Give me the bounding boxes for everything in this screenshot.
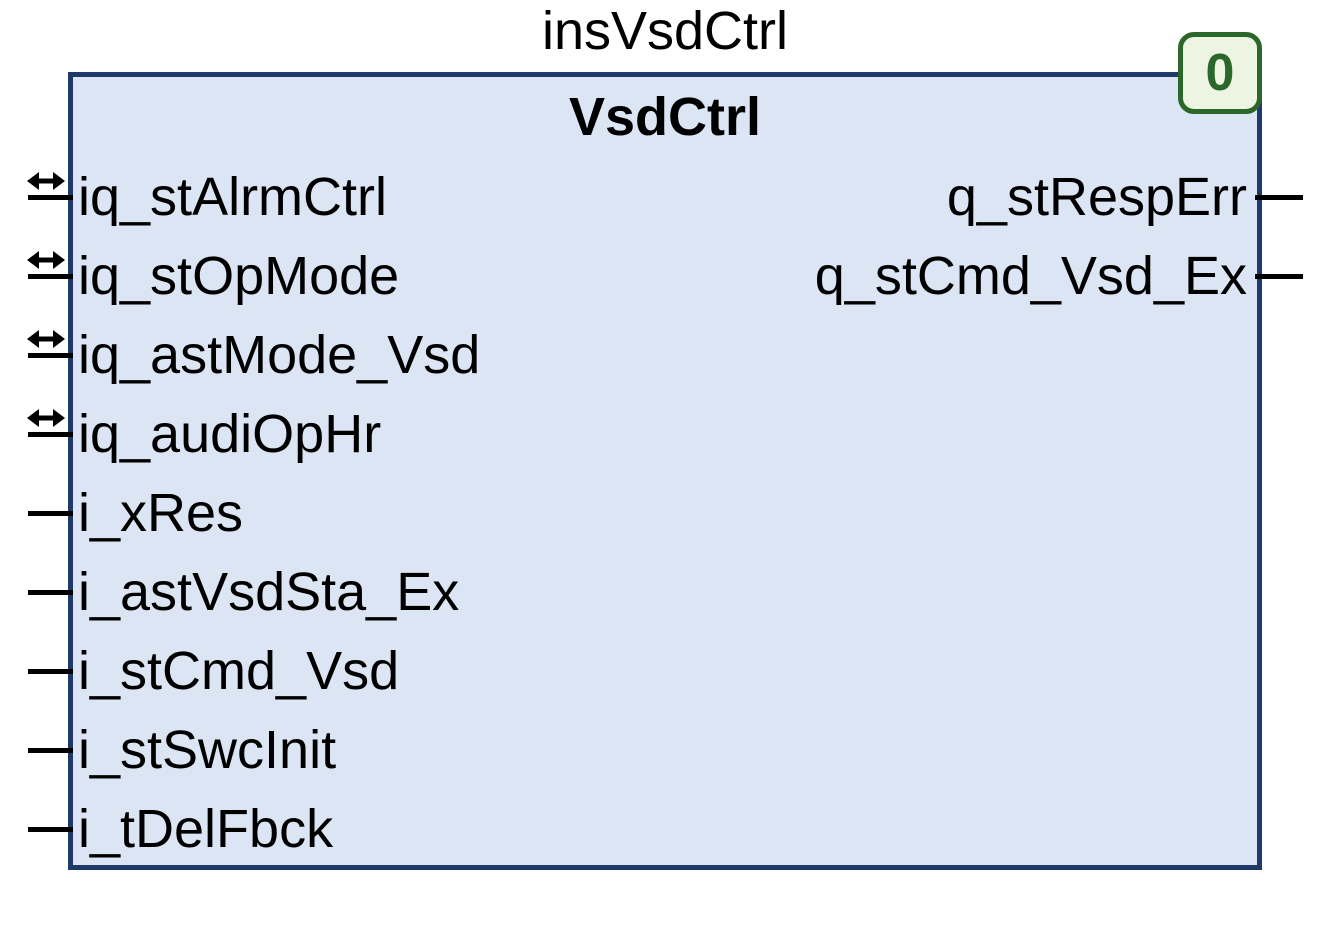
inout-arrow-icon — [26, 406, 66, 430]
pin-row[interactable]: iq_audiOpHr — [0, 406, 1327, 462]
inout-arrow-icon — [26, 327, 66, 351]
pin-label: i_xRes — [78, 483, 244, 543]
pin-label: i_stCmd_Vsd — [78, 641, 400, 701]
pin-connector-stub — [28, 669, 73, 674]
pin-row[interactable]: i_xRes — [0, 485, 1327, 541]
pin-row[interactable]: iq_stOpMode — [0, 248, 1327, 304]
pin-connector-stub — [28, 827, 73, 832]
execution-order-badge: 0 — [1178, 32, 1262, 114]
pin-label: iq_astMode_Vsd — [78, 325, 481, 385]
inout-arrow-icon — [26, 169, 66, 193]
pin-label: q_stRespErr — [946, 167, 1247, 227]
pin-connector-stub — [28, 274, 73, 279]
function-block[interactable]: VsdCtrl — [68, 72, 1262, 870]
pin-connector-stub — [28, 195, 73, 200]
pin-label: q_stCmd_Vsd_Ex — [814, 246, 1247, 306]
block-title: VsdCtrl — [568, 87, 762, 147]
pin-connector-stub — [28, 432, 73, 437]
instance-name[interactable]: insVsdCtrl — [541, 1, 789, 61]
pin-label: i_stSwcInit — [78, 720, 337, 780]
pin-row[interactable]: i_astVsdSta_Ex — [0, 564, 1327, 620]
pin-label: i_tDelFbck — [78, 799, 334, 859]
pin-row[interactable]: q_stRespErr — [0, 169, 1327, 225]
pin-row[interactable]: iq_stAlrmCtrl — [0, 169, 1327, 225]
pin-label: iq_stOpMode — [78, 246, 400, 306]
inout-arrow-icon — [26, 248, 66, 272]
pin-row[interactable]: q_stCmd_Vsd_Ex — [0, 248, 1327, 304]
pin-connector-stub — [28, 748, 73, 753]
pin-connector-stub — [1255, 274, 1303, 279]
pin-row[interactable]: iq_astMode_Vsd — [0, 327, 1327, 383]
pin-label: iq_audiOpHr — [78, 404, 382, 464]
pin-connector-stub — [28, 353, 73, 358]
execution-order-value: 0 — [1205, 44, 1235, 102]
pin-label: iq_stAlrmCtrl — [78, 167, 388, 227]
pin-row[interactable]: i_stSwcInit — [0, 722, 1327, 778]
pin-connector-stub — [1255, 195, 1303, 200]
pin-label: i_astVsdSta_Ex — [78, 562, 460, 622]
pin-row[interactable]: i_tDelFbck — [0, 801, 1327, 857]
pin-connector-stub — [28, 590, 73, 595]
pin-connector-stub — [28, 511, 73, 516]
pin-row[interactable]: i_stCmd_Vsd — [0, 643, 1327, 699]
